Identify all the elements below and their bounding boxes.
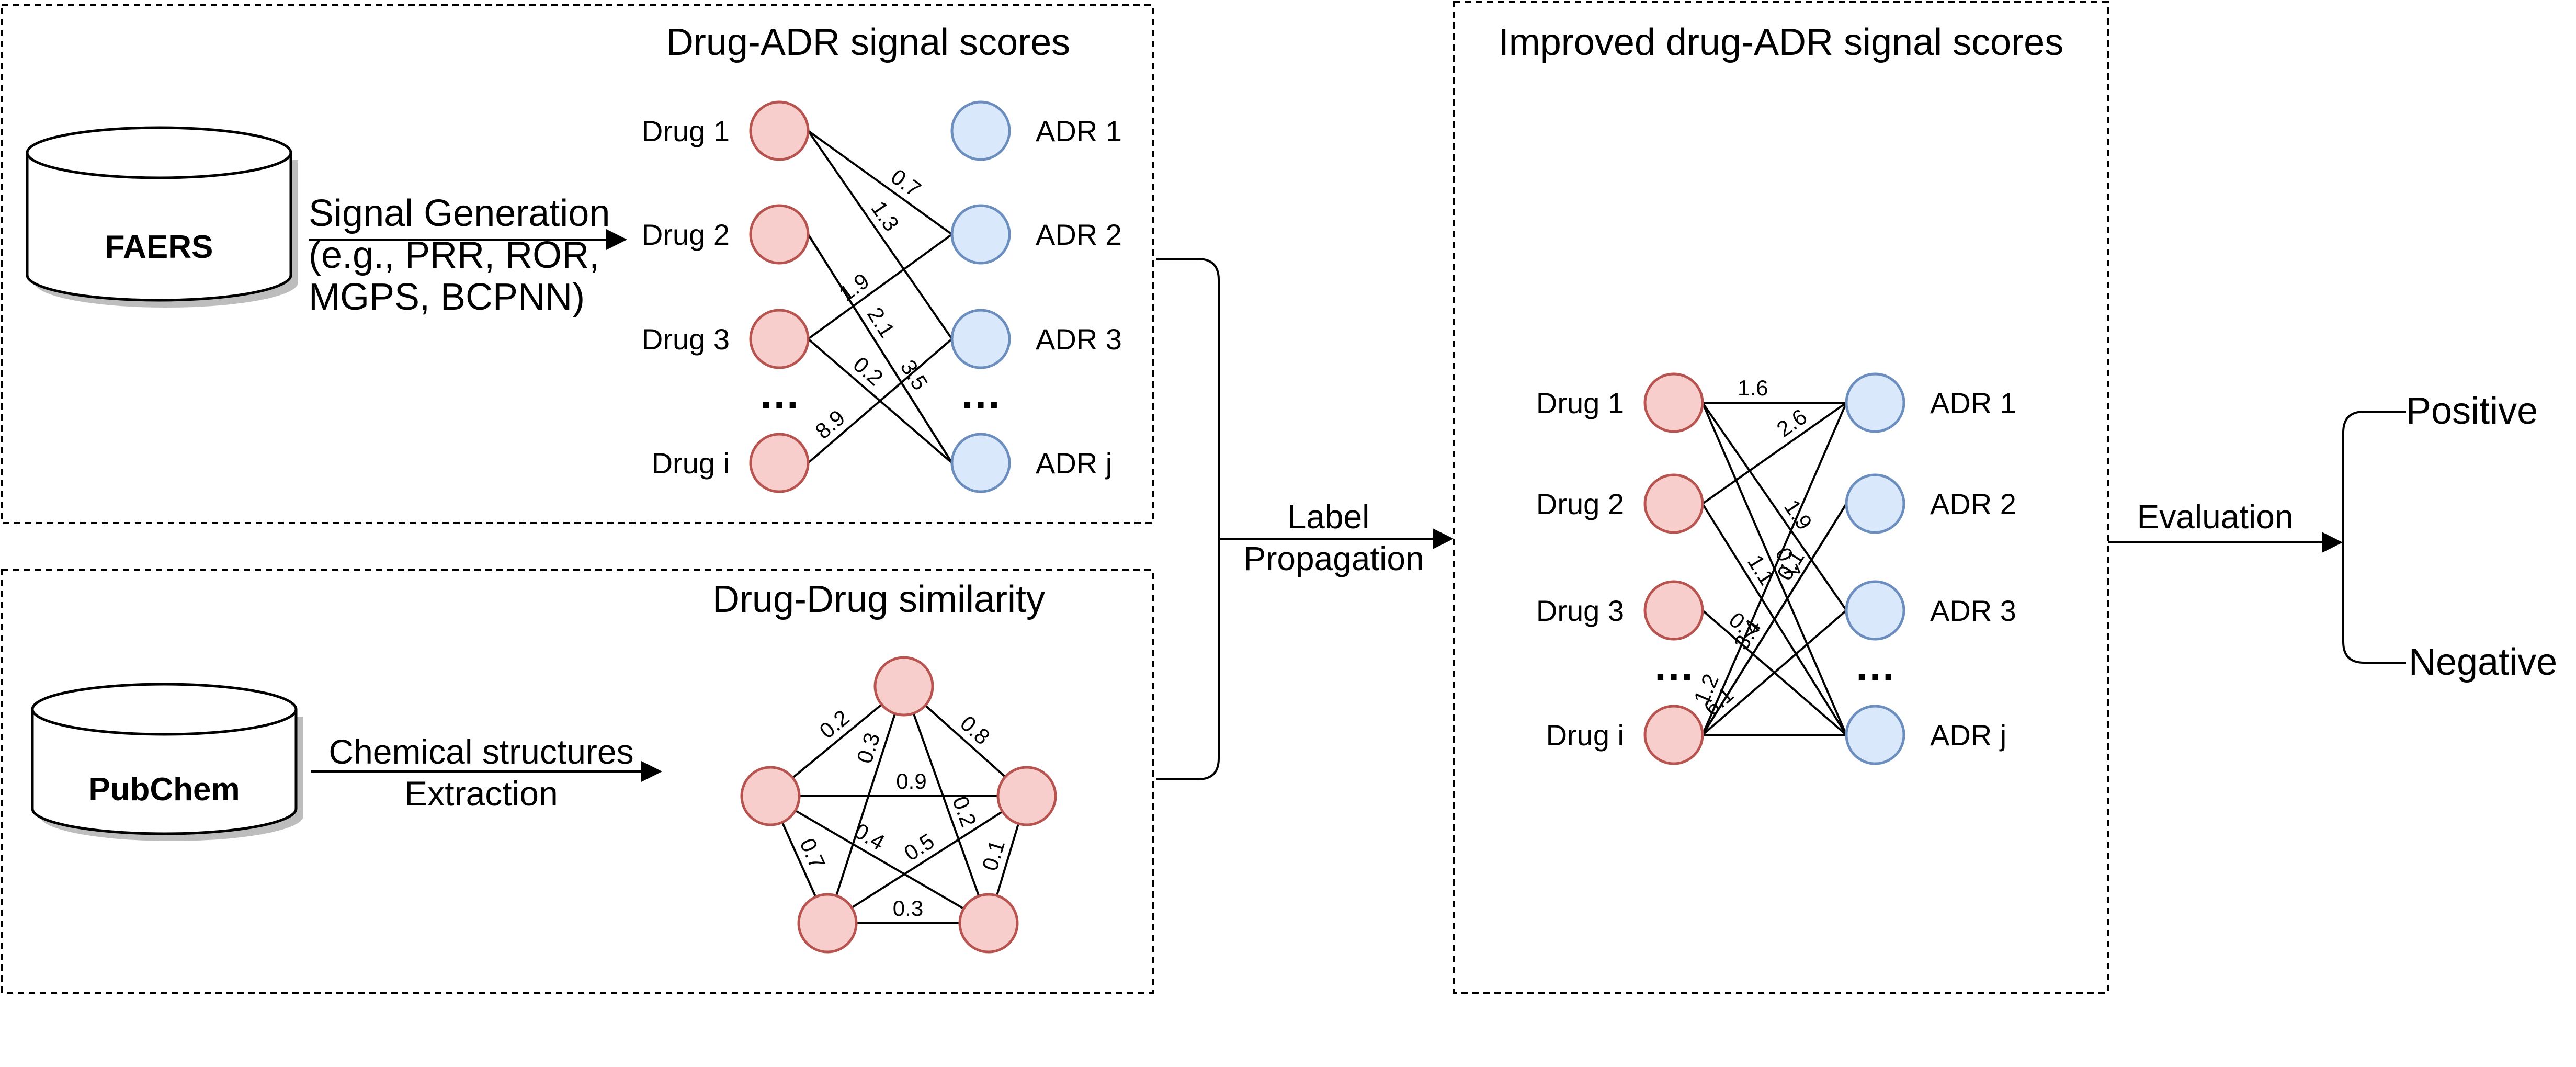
edge-label-2: 1.3 — [866, 197, 904, 236]
sim-edge-label-1: 0.8 — [956, 711, 995, 750]
drug-label-1: Drug 2 — [1536, 487, 1624, 520]
adr-node-3 — [950, 433, 1011, 493]
adr-ellipsis: … — [1854, 642, 1896, 689]
signal-generation-label: Signal Generation — [309, 192, 610, 234]
drug-label-0: Drug 1 — [1536, 387, 1624, 419]
adr-label-1: ADR 2 — [1930, 487, 2016, 520]
drug-label-3: Drug i — [1546, 719, 1624, 752]
faers-label: FAERS — [105, 229, 213, 265]
extraction-label: Extraction — [404, 774, 558, 813]
edge-6 — [807, 338, 953, 464]
drug-node-1 — [1643, 473, 1704, 534]
pubchem-label: PubChem — [88, 771, 240, 808]
sim-node-3 — [797, 893, 858, 954]
edge-2 — [1701, 402, 1847, 611]
drug-node-1 — [749, 204, 810, 265]
improved-panel — [1453, 1, 2109, 994]
sim-edge-label-0: 0.2 — [815, 705, 854, 743]
adr-label-3: ADR j — [1036, 447, 1112, 480]
adr-node-2 — [1845, 580, 1905, 641]
drug-label-2: Drug 3 — [642, 323, 730, 356]
edge-8 — [1701, 402, 1847, 735]
edge-7 — [1701, 503, 1847, 736]
edge-label-5: 0.2 — [848, 352, 888, 391]
adr-label-0: ADR 1 — [1930, 387, 2016, 419]
drug-node-3 — [749, 433, 810, 493]
drug-label-3: Drug i — [652, 447, 730, 480]
adr-node-0 — [950, 100, 1011, 161]
edge-2 — [807, 130, 953, 340]
pubchem-database-icon: PubChem — [31, 683, 303, 841]
drug-node-3 — [1643, 705, 1704, 765]
edge-1 — [1701, 402, 1847, 505]
evaluation-label: Evaluation — [2137, 498, 2294, 536]
negative-label: Negative — [2409, 641, 2557, 683]
sim-edge-6 — [903, 686, 990, 924]
sim-node-2 — [996, 766, 1057, 826]
sim-edge-label-5: 0.5 — [900, 828, 938, 866]
adr-label-0: ADR 1 — [1036, 115, 1122, 147]
edge-3 — [807, 233, 953, 340]
adr-node-3 — [1845, 705, 1905, 765]
sim-edge-label-9: 0.3 — [893, 896, 923, 921]
edge-label-1: 2.6 — [1772, 404, 1811, 441]
faers-database-icon: FAERS — [26, 126, 298, 308]
positive-label: Positive — [2406, 390, 2538, 432]
drug-node-2 — [749, 309, 810, 369]
merge-bracket — [1156, 258, 1220, 780]
sim-node-4 — [958, 893, 1019, 954]
adr-label-2: ADR 3 — [1036, 323, 1122, 356]
drug-label-0: Drug 1 — [642, 115, 730, 147]
drug-ellipsis: … — [758, 370, 800, 417]
label-propagation-label-1: Label — [1288, 498, 1370, 536]
label-propagation-label-2: Propagation — [1243, 540, 1424, 577]
drug-drug-panel — [1, 569, 1154, 994]
sim-edge-label-7: 0.7 — [795, 835, 830, 873]
edge-label-1: 0.7 — [887, 164, 926, 202]
adr-node-1 — [950, 204, 1011, 265]
edge-4 — [807, 233, 953, 464]
sim-edge-4 — [769, 795, 990, 924]
adr-node-1 — [1845, 473, 1905, 534]
adr-node-0 — [1845, 372, 1905, 433]
chemical-structures-label: Chemical structures — [328, 732, 633, 771]
drug-node-2 — [1643, 580, 1704, 641]
adr-label-1: ADR 2 — [1036, 218, 1122, 251]
sim-edge-label-3: 0.9 — [896, 769, 926, 793]
drug-drug-panel-title: Drug-Drug similarity — [712, 578, 1045, 620]
outcome-bracket — [2342, 411, 2406, 664]
edge-1 — [807, 130, 953, 235]
adr-ellipsis: … — [960, 370, 1002, 417]
signal-generation-methods-2: MGPS, BCPNN) — [309, 276, 585, 318]
sim-edge-5 — [826, 795, 1028, 924]
edge-9 — [1701, 609, 1847, 736]
improved-panel-title: Improved drug-ADR signal scores — [1499, 21, 2063, 63]
drug-node-0 — [749, 100, 810, 161]
edge-label-4: 2.1 — [863, 303, 900, 342]
drug-adr-panel — [1, 4, 1154, 524]
sim-node-1 — [740, 766, 801, 826]
edge-label-0: 1.6 — [1738, 376, 1768, 400]
adr-node-2 — [950, 309, 1011, 369]
signal-generation-methods-1: (e.g., PRR, ROR, — [309, 234, 599, 276]
drug-label-1: Drug 2 — [642, 218, 730, 251]
edge-label-6: 8.9 — [810, 405, 849, 444]
adr-label-2: ADR 3 — [1930, 594, 2016, 627]
drug-adr-panel-title: Drug-ADR signal scores — [666, 21, 1070, 63]
drug-ellipsis: … — [1653, 642, 1695, 689]
sim-edge-2 — [826, 686, 905, 924]
adr-label-3: ADR j — [1930, 719, 2006, 752]
drug-label-2: Drug 3 — [1536, 594, 1624, 627]
sim-node-0 — [873, 656, 934, 717]
sim-edge-label-4: 0.4 — [850, 818, 889, 855]
drug-node-0 — [1643, 372, 1704, 433]
